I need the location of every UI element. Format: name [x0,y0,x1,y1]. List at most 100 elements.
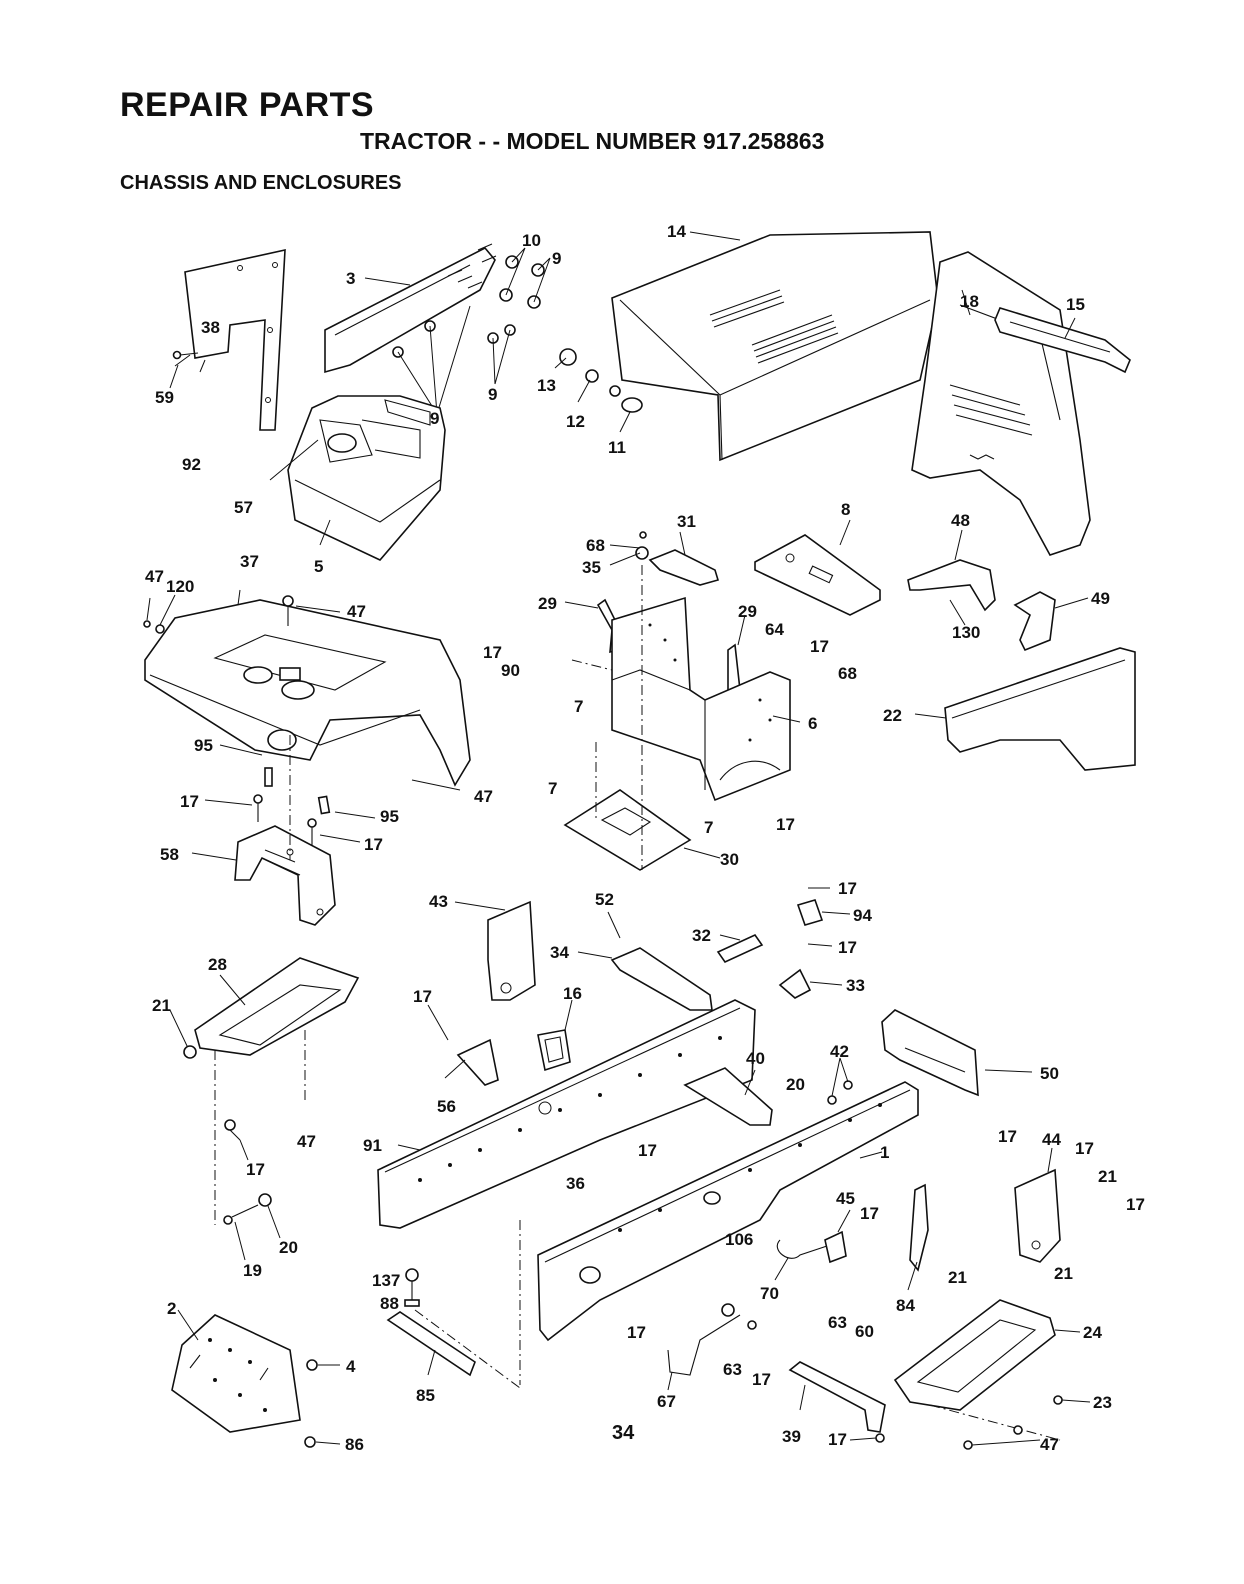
part-58-bracket [191,825,336,926]
callout-17: 17 [638,1141,657,1160]
callout-17: 17 [1075,1139,1094,1158]
callout-47: 47 [474,787,493,806]
part-84-70-45-hardware [774,1183,929,1291]
part-91-frame [377,999,756,1229]
callout-36: 36 [566,1174,585,1193]
callout-6: 6 [808,714,817,733]
callout-57: 57 [234,498,253,517]
callout-17: 17 [180,792,199,811]
callout-13: 13 [537,376,556,395]
callout-19: 19 [243,1261,262,1280]
page-number: 34 [612,1422,635,1444]
callout-21: 21 [1054,1264,1073,1283]
callout-106: 106 [725,1230,753,1249]
page-title: REPAIR PARTS [120,86,375,124]
callout-95: 95 [380,807,399,826]
callout-92: 92 [182,455,201,474]
callout-15: 15 [1066,295,1085,314]
part-67-63-rod [667,1303,757,1391]
part-34-bracket [577,911,713,1011]
callout-9: 9 [430,409,439,428]
callout-39: 39 [782,1427,801,1446]
part-22-side-panel [914,647,1136,771]
callout-17: 17 [810,637,829,656]
callout-48: 48 [951,511,970,530]
part-47-120-bolt [143,594,461,791]
callout-12: 12 [566,412,585,431]
part-11-13-hood-hardware [554,348,643,433]
callout-32: 32 [692,926,711,945]
callout-3: 3 [346,269,355,288]
callout-1: 1 [880,1143,889,1162]
callout-33: 33 [846,976,865,995]
part-40-bracket [683,1067,773,1126]
callout-9: 9 [488,385,497,404]
part-24-footrest [893,1299,1081,1441]
callout-137: 137 [372,1271,400,1290]
callout-130: 130 [952,623,980,642]
part-56-bracket [427,1004,499,1086]
part-1-frame [519,1081,919,1385]
callout-18: 18 [960,292,979,311]
callout-43: 43 [429,892,448,911]
part-2-plate [171,1309,301,1433]
callout-17: 17 [838,938,857,957]
callout-8: 8 [841,500,850,519]
callout-16: 16 [563,984,582,1003]
callout-84: 84 [896,1296,915,1315]
callout-17: 17 [998,1127,1017,1146]
callout-49: 49 [1091,589,1110,608]
callout-88: 88 [380,1294,399,1313]
part-95-17-pins [204,735,376,860]
part-50-bracket [881,1009,1033,1097]
callout-21: 21 [948,1268,967,1287]
part-32-bracket [716,933,764,964]
part-44-bracket [1014,1147,1061,1263]
callout-20: 20 [786,1075,805,1094]
part-18-grille-housing [911,251,1091,556]
callout-120: 120 [166,577,194,596]
callout-30: 30 [720,850,739,869]
callout-11: 11 [608,438,626,457]
callout-47: 47 [145,567,164,586]
callout-56: 56 [437,1097,456,1116]
part-49-bracket [1013,591,1089,652]
callout-86: 86 [345,1435,364,1454]
center-dash-lines [571,565,643,870]
callout-64: 64 [765,620,784,639]
callout-31: 31 [677,512,696,531]
callout-17: 17 [413,987,432,1006]
part-28-footrest [169,957,360,1225]
callout-22: 22 [883,706,902,725]
callout-17: 17 [860,1204,879,1223]
part-43-bracket [454,900,536,1001]
callout-68: 68 [838,664,857,683]
callout-21: 21 [152,996,171,1015]
callout-90: 90 [501,661,520,680]
callout-95: 95 [194,736,213,755]
callout-47: 47 [1040,1435,1059,1454]
callout-70: 70 [760,1284,779,1303]
callout-7: 7 [548,779,557,798]
callout-17: 17 [246,1160,265,1179]
part-39-bracket [788,1361,886,1433]
callout-28: 28 [208,955,227,974]
callout-14: 14 [667,222,686,241]
part-15-bar [994,307,1131,374]
callout-45: 45 [836,1189,855,1208]
callout-17: 17 [364,835,383,854]
callout-17: 17 [776,815,795,834]
part-9-10-nuts [392,247,551,415]
part-94-33-bracket [778,887,851,999]
part-3-dash-panel [324,243,497,374]
callout-7: 7 [574,697,583,716]
callout-40: 40 [746,1049,765,1068]
part-4-86-fasteners [304,1359,341,1448]
part-92-plate [169,248,286,431]
callout-29: 29 [738,602,757,621]
model-line: TRACTOR - - MODEL NUMBER 917.258863 [360,128,825,154]
callout-94: 94 [853,906,872,925]
callout-60: 60 [855,1322,874,1341]
part-14-hood [611,231,939,462]
